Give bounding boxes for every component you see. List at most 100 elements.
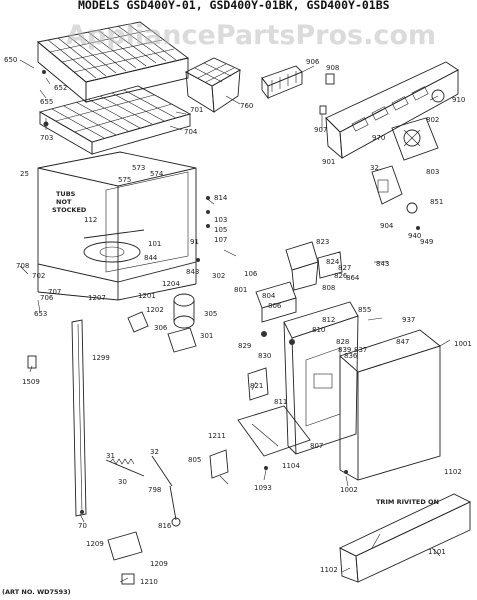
part-label: 1002 (340, 486, 358, 494)
part-label: 802 (426, 116, 439, 124)
part-label: 31 (106, 452, 115, 460)
part-908-drawing (325, 73, 335, 85)
part-label: 103 (214, 216, 227, 224)
part-label: 839 (338, 346, 351, 354)
part-label: 1207 (88, 294, 106, 302)
part-907-drawing (319, 105, 327, 115)
part-label: 823 (316, 238, 329, 246)
part-label: 70 (78, 522, 87, 530)
part-label: 949 (420, 238, 433, 246)
part-label: 864 (346, 274, 360, 282)
part-label: 1001 (454, 340, 472, 348)
part-label: 828 (336, 338, 349, 346)
part-label: 812 (322, 316, 335, 324)
part-label: 798 (148, 486, 161, 494)
part-label: 306 (154, 324, 168, 332)
part-label: 702 (32, 272, 45, 280)
side-rail-drawing (71, 319, 87, 517)
part-label: 910 (452, 96, 465, 104)
part-label: 816 (158, 522, 172, 530)
latch-assembly-drawing (255, 281, 297, 323)
drain-pump-drawing (107, 531, 143, 585)
part-label: 106 (244, 270, 258, 278)
part-label: 836 (344, 352, 358, 360)
inner-door-drawing (283, 301, 359, 455)
part-label: 1201 (138, 292, 156, 300)
part-label: 575 (118, 176, 131, 184)
part-label: 704 (184, 128, 198, 136)
part-label: 107 (214, 236, 227, 244)
part-label: 908 (326, 64, 339, 72)
part-label: 655 (40, 98, 53, 106)
part-label: 706 (40, 294, 54, 302)
part-label: 940 (408, 232, 421, 240)
part-label: 847 (396, 338, 409, 346)
part-label: 573 (132, 164, 145, 172)
part-label: 843 (376, 260, 389, 268)
part-label: 855 (358, 306, 371, 314)
fastener-dots (42, 70, 420, 514)
part-label: 901 (322, 158, 335, 166)
part-label: 808 (322, 284, 335, 292)
part-labels: 650 652 655 703 701 704 760 906 908 910 … (4, 56, 472, 586)
part-label: 32 (150, 448, 159, 456)
switch-bracket-drawing (371, 165, 403, 205)
part-label: 91 (190, 238, 199, 246)
drain-parts-drawing (127, 311, 197, 353)
part-label: 1101 (428, 548, 446, 556)
part-label: 970 (372, 134, 385, 142)
part-label: 830 (258, 352, 271, 360)
lower-rack-drawing (38, 85, 192, 155)
part-label: 907 (314, 126, 327, 134)
part-label: 1509 (22, 378, 40, 386)
part-label: 1093 (254, 484, 272, 492)
control-panel-drawing (325, 61, 459, 160)
part-label: 652 (54, 84, 67, 92)
part-label: 1210 (140, 578, 158, 586)
art-number: (ART NO. WD7593) (2, 588, 71, 596)
toe-panel-drawing (338, 493, 472, 583)
part-label: 807 (310, 442, 323, 450)
knob-910-drawing (431, 89, 445, 103)
part-label: 803 (426, 168, 439, 176)
upper-rack-drawing (36, 21, 190, 103)
part-label: 105 (214, 226, 227, 234)
part-label: 843 (186, 268, 199, 276)
part-label: 906 (306, 58, 320, 66)
part-label: 708 (16, 262, 29, 270)
part-1509-drawing (27, 355, 37, 369)
silverware-basket-drawing (185, 57, 241, 113)
part-label: 851 (430, 198, 443, 206)
part-851-drawing (406, 202, 418, 214)
part-label: 826 (334, 272, 348, 280)
models-header: MODELS GSD400Y-01, GSD400Y-01BK, GSD400Y… (78, 0, 390, 12)
part-label: 1211 (208, 432, 226, 440)
part-label: 806 (268, 302, 282, 310)
part-label: 1202 (146, 306, 164, 314)
part-label: 904 (380, 222, 394, 230)
part-label: 760 (240, 102, 253, 110)
tub-drawing (37, 151, 197, 301)
part-label: 650 (4, 56, 17, 64)
part-label: 301 (200, 332, 213, 340)
part-label: 804 (262, 292, 276, 300)
spray-arm-drawing (83, 229, 145, 239)
part-label: 824 (326, 258, 340, 266)
pump-motor-drawing (173, 293, 195, 329)
part-label: 574 (150, 170, 164, 178)
part-label: 703 (40, 134, 53, 142)
part-label: 1299 (92, 354, 110, 362)
part-label: 1209 (150, 560, 168, 568)
part-label: 937 (402, 316, 415, 324)
tubs-note-line2: NOT (56, 198, 72, 206)
part-label: 302 (212, 272, 225, 280)
trim-riveted-note: TRIM RIVITED ON (376, 498, 439, 506)
part-label: 701 (190, 106, 203, 114)
part-label: 821 (250, 382, 263, 390)
part-label: 805 (188, 456, 201, 464)
hinge-arm-drawing (237, 405, 311, 457)
part-label: 1209 (86, 540, 104, 548)
part-label: 844 (144, 254, 158, 262)
timer-assembly-drawing (391, 117, 439, 161)
